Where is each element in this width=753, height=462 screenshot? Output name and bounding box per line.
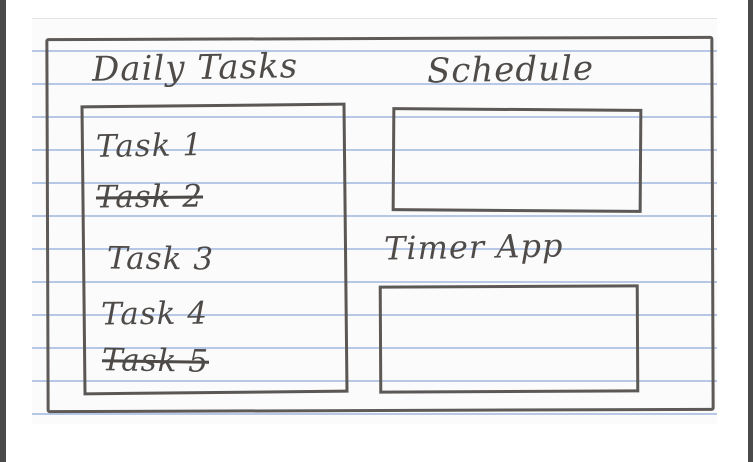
timer-app-heading: Timer App <box>383 226 564 268</box>
daily-tasks-heading: Daily Tasks <box>91 46 299 90</box>
schedule-panel[interactable] <box>391 107 643 213</box>
task-item-5[interactable]: Task 5 <box>101 342 210 380</box>
timer-app-panel[interactable] <box>378 284 640 394</box>
task-item-3[interactable]: Task 3 <box>106 240 215 278</box>
task-item-2[interactable]: Task 2 <box>95 178 204 216</box>
schedule-heading: Schedule <box>426 48 595 92</box>
task-item-4[interactable]: Task 4 <box>100 295 209 333</box>
task-item-1[interactable]: Task 1 <box>95 127 204 165</box>
ruled-paper-background <box>32 18 717 424</box>
